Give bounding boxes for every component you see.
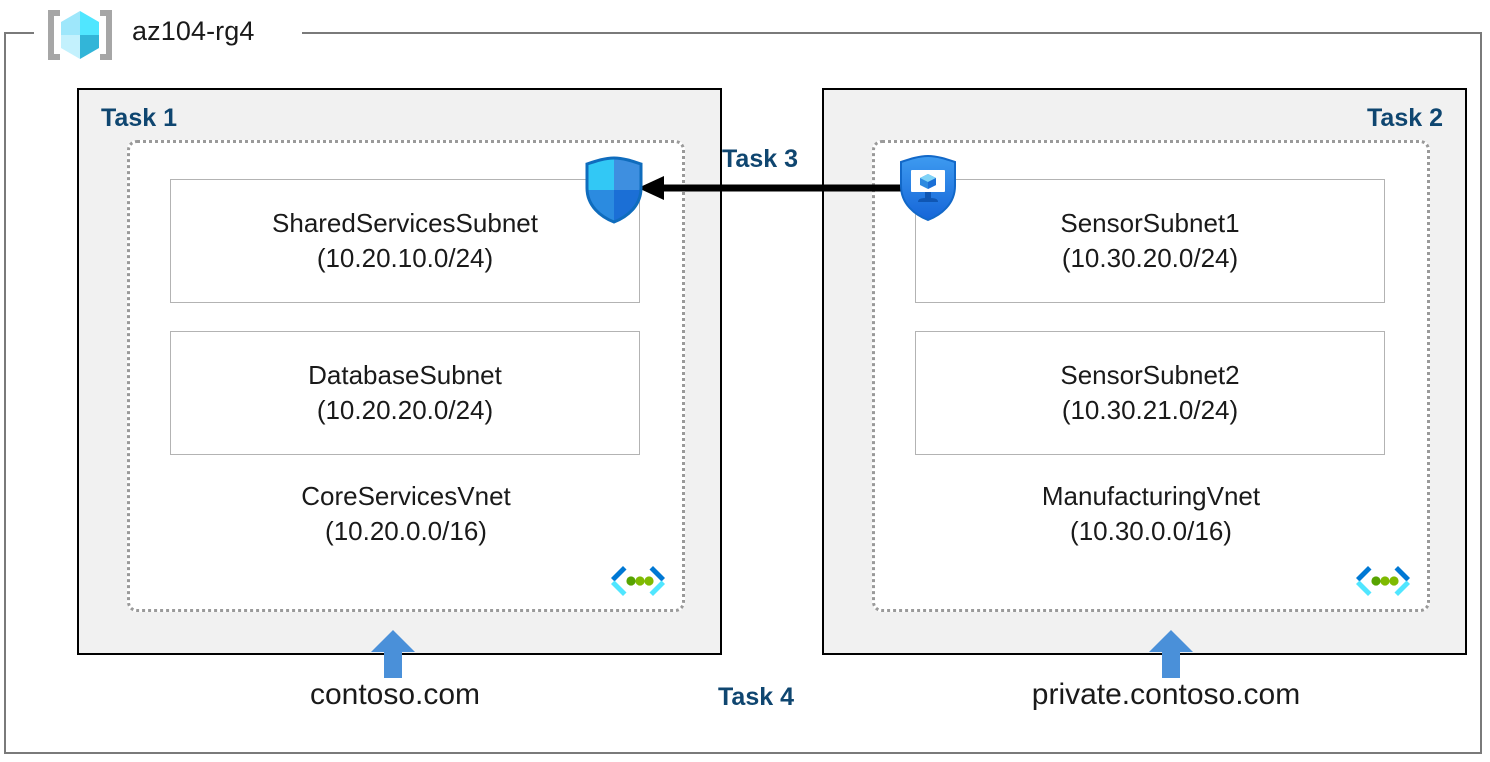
subnet-cidr: (10.30.21.0/24) bbox=[1061, 395, 1239, 425]
subnet-cidr: (10.20.20.0/24) bbox=[316, 395, 494, 425]
subnet-name: SensorSubnet2 bbox=[1060, 360, 1240, 391]
subnet-sensor-1: SensorSubnet1 (10.30.20.0/24) bbox=[915, 179, 1385, 303]
subnet-cidr: (10.20.10.0/24) bbox=[316, 243, 494, 273]
vnet-label-core-services: CoreServicesVnet (10.20.0.0/16) bbox=[130, 479, 682, 548]
vnet-peering-arrow bbox=[638, 172, 910, 204]
task-4-label: Task 4 bbox=[718, 683, 794, 711]
vnet-label-manufacturing: ManufacturingVnet (10.30.0.0/16) bbox=[875, 479, 1427, 548]
dns-up-arrow-left bbox=[369, 630, 417, 678]
vnet-name: ManufacturingVnet bbox=[1041, 481, 1261, 511]
task-panel-left: Task 1 SharedServicesSubnet (10.20.10.0/… bbox=[77, 88, 722, 655]
task-2-label: Task 2 bbox=[1367, 104, 1443, 132]
dns-zone-label-private-contoso: private.contoso.com bbox=[1031, 678, 1301, 711]
dns-zone-label-contoso: contoso.com bbox=[309, 678, 481, 711]
firewall-shield-icon bbox=[583, 156, 645, 224]
resource-group-name: az104-rg4 bbox=[132, 16, 255, 46]
resource-group-frame bbox=[4, 32, 1482, 754]
subnet-name: SensorSubnet1 bbox=[1060, 208, 1240, 239]
task-3-label: Task 3 bbox=[722, 145, 798, 173]
subnet-shared-services: SharedServicesSubnet (10.20.10.0/24) bbox=[170, 179, 640, 303]
task-1-label: Task 1 bbox=[101, 104, 177, 132]
dns-up-arrow-right bbox=[1147, 630, 1195, 678]
vnet-cidr: (10.30.0.0/16) bbox=[1070, 515, 1232, 546]
vnet-manufacturing: SensorSubnet1 (10.30.20.0/24) SensorSubn… bbox=[872, 140, 1430, 612]
vnet-cidr: (10.20.0.0/16) bbox=[325, 515, 487, 546]
subnet-name: DatabaseSubnet bbox=[308, 360, 502, 391]
resource-group-cube-icon bbox=[44, 7, 116, 63]
subnet-database: DatabaseSubnet (10.20.20.0/24) bbox=[170, 331, 640, 455]
bastion-shield-monitor-icon bbox=[897, 154, 959, 222]
virtual-network-icon bbox=[606, 563, 670, 605]
vnet-core-services: SharedServicesSubnet (10.20.10.0/24) Dat… bbox=[127, 140, 685, 612]
subnet-name: SharedServicesSubnet bbox=[272, 208, 538, 239]
subnet-sensor-2: SensorSubnet2 (10.30.21.0/24) bbox=[915, 331, 1385, 455]
subnet-cidr: (10.30.20.0/24) bbox=[1061, 243, 1239, 273]
virtual-network-icon bbox=[1351, 563, 1415, 605]
vnet-name: CoreServicesVnet bbox=[301, 481, 511, 511]
task-panel-right: Task 2 SensorSubnet1 (10.30.20.0/24) Sen… bbox=[822, 88, 1467, 655]
